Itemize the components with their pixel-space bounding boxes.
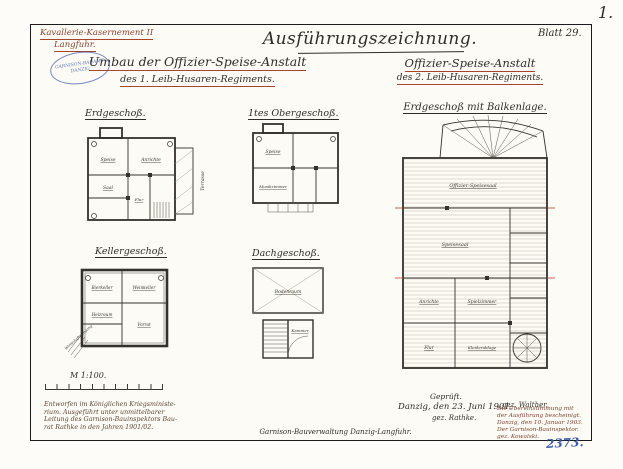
room-label-bierkeller: Bierkeller xyxy=(90,285,113,290)
cert-line-4: Der Garnison-Bauinspektor. xyxy=(497,426,579,433)
right-title-text: Offizier-Speise-Anstalt xyxy=(404,56,536,72)
outer-walls xyxy=(87,127,176,221)
roof-lines xyxy=(252,267,324,314)
left-title: Umbau der Offizier-Speise-Anstalt xyxy=(85,54,310,71)
room-label-offizier-speisesaal: Offizier-Speisesaal xyxy=(449,183,497,189)
room-label-saal: Saal xyxy=(103,185,113,191)
room-label-speise: Speise xyxy=(100,157,115,163)
room-label-kammer: Kammer xyxy=(290,328,309,333)
inventory-number: 2373. xyxy=(545,435,584,451)
room-label-flur: Flur xyxy=(134,197,145,202)
chimneys xyxy=(445,206,512,325)
page-title: Ausführungszeichnung. xyxy=(262,29,478,49)
inner-walls xyxy=(253,133,338,203)
right-subtitle-text: des 2. Leib-Husaren-Regiments. xyxy=(396,73,544,85)
room-label-anrichte: Anrichte xyxy=(140,157,161,163)
red-dimension-ticks xyxy=(395,207,555,279)
room-label-musikzimmer: Musikzimmer xyxy=(258,184,288,189)
signature-right: gez. Walther. xyxy=(502,401,549,409)
notes-left: Entworfen im Königlichen Kriegsministe- … xyxy=(44,401,229,431)
stair-outline xyxy=(262,319,314,359)
outer-walls xyxy=(252,123,339,204)
room-label-speisesaal: Speisesaal xyxy=(442,242,469,248)
plan-title-erdgeschoss: Erdgeschoß. xyxy=(85,108,146,120)
balcony xyxy=(267,202,314,213)
sheet-number: Blatt 29. xyxy=(538,28,582,39)
bay-terrace xyxy=(439,119,548,159)
left-title-text: Umbau der Offizier-Speise-Anstalt xyxy=(88,54,307,71)
certification-block: Die Übereinstimmung mit der Ausführung b… xyxy=(497,406,589,441)
cert-line-1: Die Übereinstimmung mit xyxy=(497,406,574,412)
chimneys xyxy=(291,166,318,170)
room-label-terrasse: Terrasse xyxy=(200,171,206,191)
left-subtitle: des 1. Leib-Husaren-Regiments. xyxy=(85,74,310,87)
inner-walls xyxy=(82,270,167,346)
cert-line-5: gez. Kowalski. xyxy=(497,433,540,440)
bay-radial-lines xyxy=(442,114,544,159)
plan-title-kellergeschoss: Kellergeschoß. xyxy=(95,246,167,258)
room-label-vorrat: Vorrat xyxy=(137,322,151,327)
notes-line-3: Leitung des Garnison-Bauinspektors Bau- xyxy=(44,416,178,424)
position-marks xyxy=(85,275,164,281)
plan-title-dachgeschoss: Dachgeschoß. xyxy=(252,248,320,260)
kasernement-line2: Langfuhr. xyxy=(54,40,96,52)
room-label-kleiderablage: Kleiderablage xyxy=(467,345,497,350)
notes-line-2: rium. Ausgeführt unter unmittelbarer xyxy=(44,408,165,416)
entrance-ramp xyxy=(67,333,89,358)
signature-left: gez. Rathke. xyxy=(432,414,477,422)
room-label-spielzimmer: Spielzimmer xyxy=(468,299,498,305)
room-label-heizraum: Heizraum xyxy=(91,312,113,317)
plan-dachgeschoss: Bodenraum Kammer xyxy=(252,267,324,359)
cert-line-2: der Ausführung bescheinigt. xyxy=(497,412,581,419)
terrace-hatch xyxy=(174,149,194,215)
scale-bar xyxy=(45,384,163,390)
plan-obergeschoss: Speise Musikzimmer xyxy=(252,123,339,213)
notes-line-1: Entworfen im Königlichen Kriegsministe- xyxy=(44,401,176,408)
kasernement-title: Kavallerie-Kasernement II Langfuhr. xyxy=(40,28,154,52)
plan-balkenlage: Offizier-Speisesaal Speisesaal Anrichte … xyxy=(395,114,555,369)
approval-date: Danzig, den 23. Juni 1901. xyxy=(398,402,513,412)
plan-title-obergeschoss: 1tes Obergeschoß. xyxy=(248,108,339,120)
stair-treads xyxy=(263,323,309,357)
right-subtitle: des 2. Leib-Husaren-Regiments. xyxy=(375,73,565,85)
room-label-speise: Speise xyxy=(265,149,280,155)
position-marks xyxy=(256,136,336,142)
stair-treads xyxy=(153,202,170,218)
room-label-flur: Flur xyxy=(423,345,434,351)
stamp-line2: DANZIG xyxy=(70,66,91,75)
inner-walls xyxy=(403,207,547,368)
notes-line-4: rat Rathke in den Jahren 1901/02. xyxy=(44,423,154,431)
corner-mark: 1. xyxy=(598,3,614,22)
cert-line-3: Danzig, den 10. Januar 1903. xyxy=(497,419,583,426)
plan-kellergeschoss: Bierkeller Weinkeller Heizraum Vorrat Wi… xyxy=(64,268,169,358)
plan-title-balkenlage: Erdgeschoß mit Balkenlage. xyxy=(403,102,547,114)
spiral-stair xyxy=(512,333,542,363)
attic-outline xyxy=(252,267,324,314)
approval-ggeprueft: Geprüft. xyxy=(430,392,462,401)
left-subtitle-text: des 1. Leib-Husaren-Regiments. xyxy=(120,74,275,87)
outer-walls xyxy=(80,268,169,348)
scale-label: M 1:100. xyxy=(70,371,107,380)
inner-walls xyxy=(88,138,194,220)
office-line: Garnison-Bauverwaltung Danzig-Langfuhr. xyxy=(259,428,412,436)
room-label-anrichte: Anrichte xyxy=(418,299,439,305)
plan-erdgeschoss: Speise Anrichte Saal Flur Terrasse xyxy=(87,127,206,221)
room-label-bodenraum: Bodenraum xyxy=(274,289,301,295)
chimneys xyxy=(126,173,152,200)
position-marks xyxy=(91,141,173,219)
kasernement-line1: Kavallerie-Kasernement II xyxy=(40,28,154,40)
room-label-weinkeller: Weinkeller xyxy=(133,285,157,290)
right-title: Offizier-Speise-Anstalt xyxy=(375,56,565,72)
